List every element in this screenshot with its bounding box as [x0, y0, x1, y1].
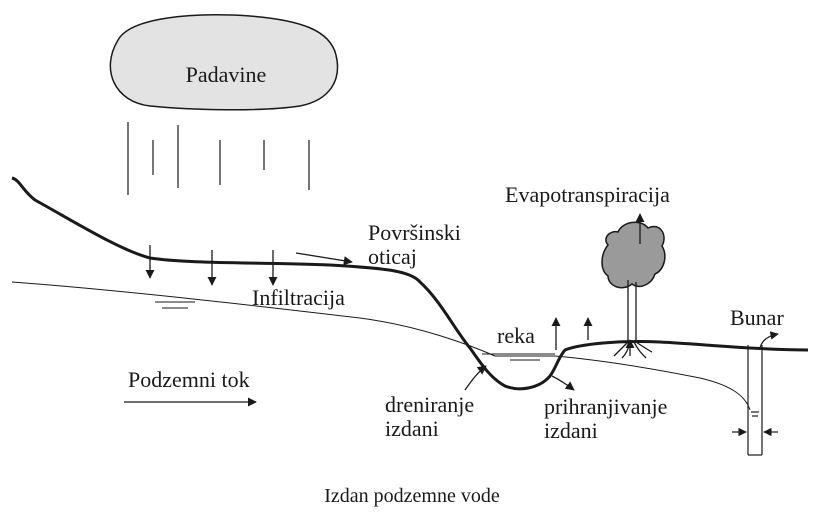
water-table-line: [11, 281, 751, 411]
drainage-arrow: [464, 365, 487, 391]
runoff-arrow: [295, 252, 353, 266]
tree: [601, 213, 666, 359]
recharge-label-line2: izdani: [544, 418, 598, 443]
rain-lines: [127, 122, 310, 195]
ground-surface: [11, 176, 809, 391]
groundwater-flow-label: Podzemni tok: [128, 367, 250, 392]
diagram-caption: Izdan podzemne vode: [324, 485, 500, 507]
tree-crown: [601, 221, 666, 289]
evapotranspiration-label: Evapotranspiracija: [505, 182, 670, 207]
drainage-label-line2: izdani: [385, 416, 439, 441]
drainage-label-line1: dreniranje: [385, 392, 474, 417]
runoff-label-line2: oticaj: [368, 244, 417, 269]
runoff-label-line1: Površinski: [368, 220, 461, 245]
recharge-label-line1: prihranjivanje: [544, 394, 667, 419]
well: [732, 331, 779, 456]
infiltration-label: Infiltracija: [252, 285, 345, 310]
river-water: [482, 353, 555, 361]
water-table-symbol: [155, 301, 195, 309]
recharge-arrow: [551, 375, 575, 391]
river-label: reka: [497, 323, 535, 348]
infiltration-arrows: [145, 245, 278, 286]
well-label: Bunar: [730, 305, 784, 330]
cloud-label: Padavine: [186, 62, 267, 87]
rain-cloud: [109, 14, 339, 111]
